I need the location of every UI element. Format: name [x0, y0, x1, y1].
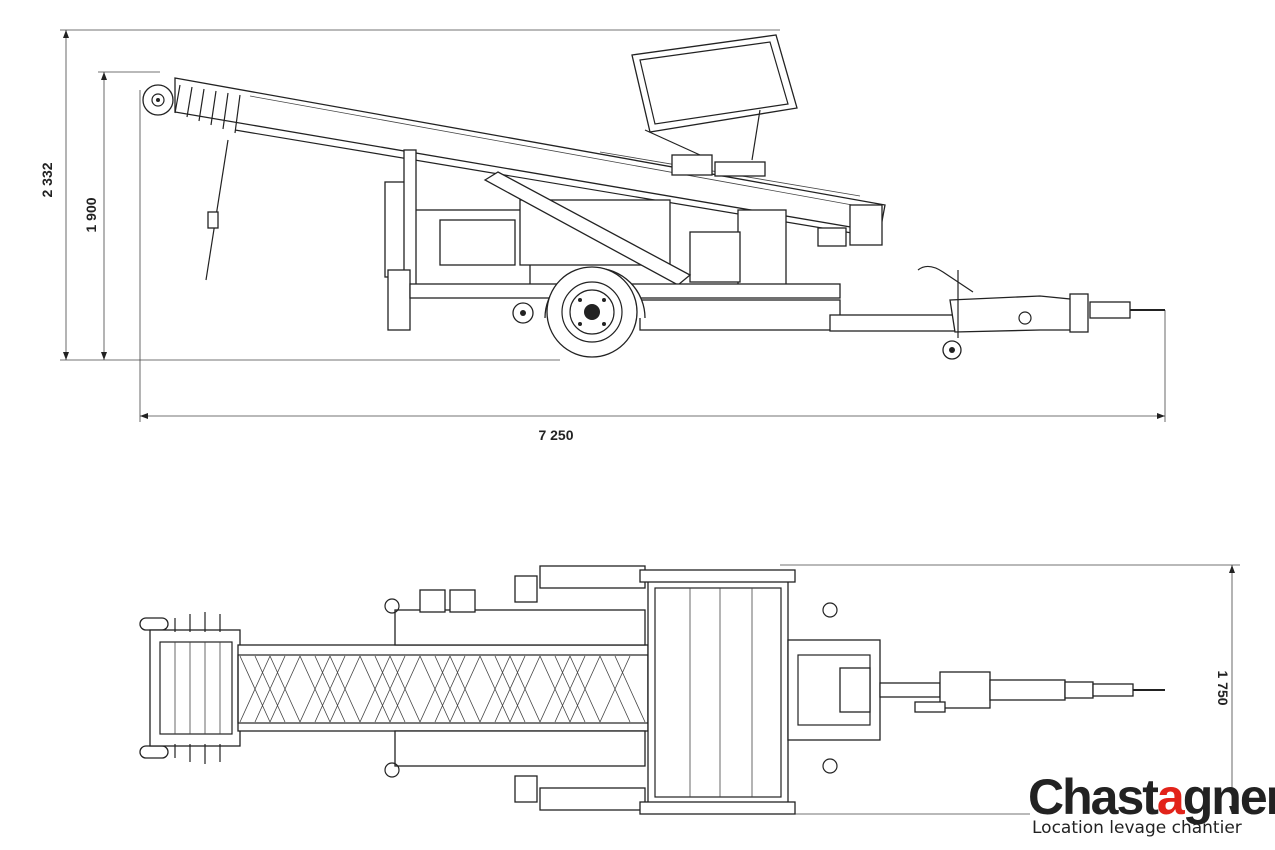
chassis	[384, 149, 1165, 360]
lattice-mast-top	[237, 644, 649, 732]
brand-text-start: Chast	[1028, 769, 1159, 825]
brand-text-end: gner	[1182, 769, 1275, 825]
skip-top	[639, 569, 796, 815]
top-view: 1 750	[139, 564, 1240, 815]
overall-width-label: 1 750	[1215, 670, 1231, 705]
chastagner-logo: Chastagner Location levage chantier	[1028, 770, 1275, 840]
brand-wordmark: Chastagner	[1028, 770, 1275, 824]
chassis-top	[384, 565, 838, 811]
overall-height-label: 2 332	[39, 162, 55, 197]
dim-overall-length: 7 250	[139, 90, 1166, 443]
mast-head-top	[139, 612, 241, 764]
side-view: 2 332 1 900 7 250	[39, 29, 1166, 443]
overall-length-label: 7 250	[538, 427, 573, 443]
main-wheel	[544, 266, 646, 358]
drawbar-top	[787, 639, 1165, 741]
brand-accent-letter: a	[1156, 769, 1185, 825]
dim-stowed-height: 1 900	[83, 71, 160, 360]
stowed-height-label: 1 900	[83, 197, 99, 232]
dim-overall-height: 2 332	[39, 29, 780, 361]
brand-tagline: Location levage chantier	[1032, 818, 1242, 838]
dim-overall-width: 1 750	[780, 564, 1240, 815]
skip-platform	[631, 34, 798, 177]
